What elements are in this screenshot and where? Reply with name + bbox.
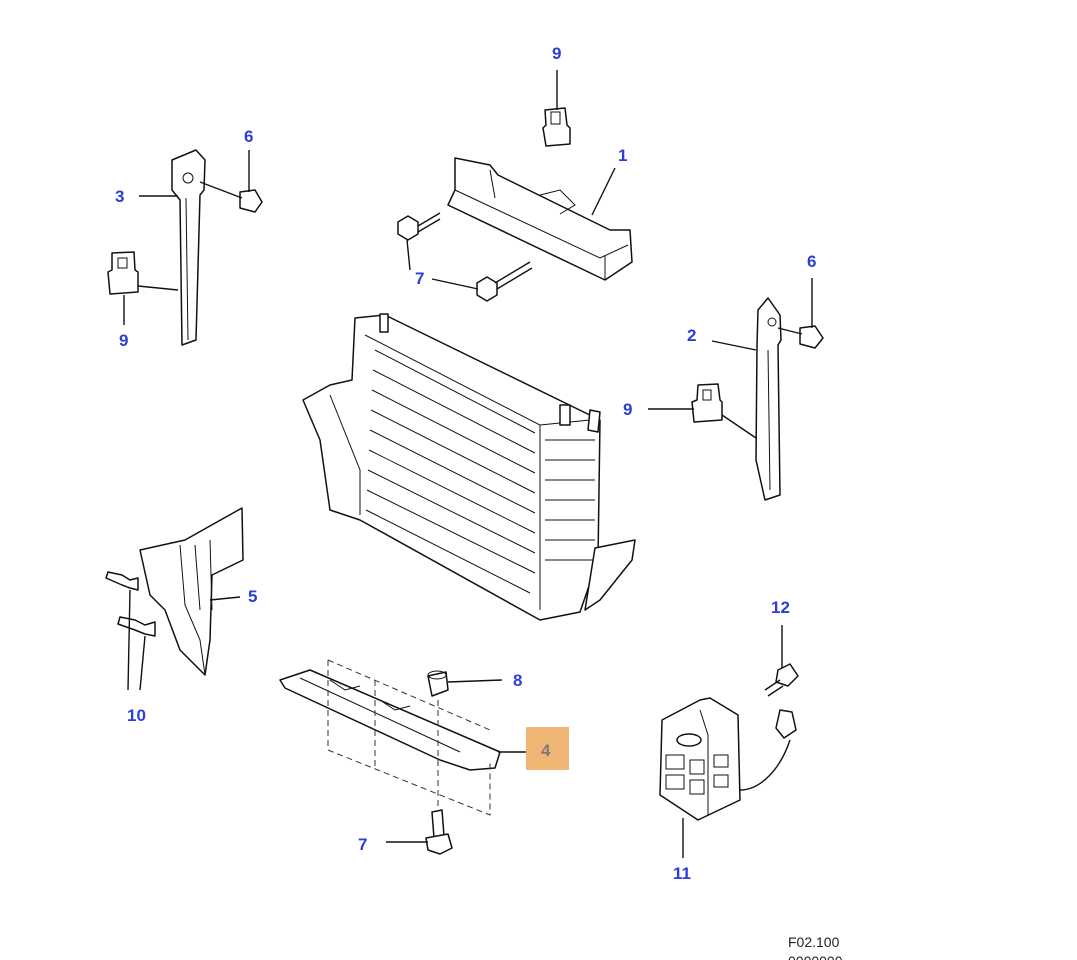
figure-code: F02.100 — [788, 934, 840, 950]
radiator-side-tank — [545, 439, 595, 561]
callout-labels: 1 2 3 5 6 6 7 7 8 9 9 9 10 11 12 — [115, 44, 816, 883]
callout-4-highlighted[interactable]: 4 — [526, 727, 569, 770]
bolt-upper-left — [397, 212, 441, 241]
left-side-bracket — [139, 149, 206, 346]
upper-cross-member — [447, 157, 633, 281]
push-clips-10 — [105, 571, 156, 691]
clip-right — [648, 383, 757, 439]
figure-code-secondary: 0000000 — [788, 953, 843, 960]
callout-1[interactable]: 1 — [618, 146, 627, 165]
nut-8 — [427, 670, 503, 697]
callout-7-upper[interactable]: 7 — [415, 269, 424, 288]
callout-8[interactable]: 8 — [513, 671, 522, 690]
bolt-12 — [764, 625, 799, 697]
right-side-bracket — [711, 297, 782, 501]
bolt-left-6 — [199, 150, 263, 213]
bolt-right-6 — [777, 278, 824, 349]
callout-6-left[interactable]: 6 — [244, 127, 253, 146]
callout-4[interactable]: 4 — [541, 741, 551, 760]
bolt-upper-right — [476, 261, 533, 302]
highlight-box — [526, 727, 569, 770]
callout-6-right[interactable]: 6 — [807, 252, 816, 271]
callout-7-lower[interactable]: 7 — [358, 835, 367, 854]
callout-11[interactable]: 11 — [673, 864, 691, 883]
callout-9-right[interactable]: 9 — [623, 400, 632, 419]
left-lower-deflector — [139, 507, 244, 676]
callout-9-left[interactable]: 9 — [119, 331, 128, 350]
callout-2[interactable]: 2 — [687, 326, 696, 345]
callout-3[interactable]: 3 — [115, 187, 124, 206]
lower-cross-member — [279, 659, 528, 816]
callout-10[interactable]: 10 — [127, 706, 146, 725]
horn-unit-11 — [659, 697, 797, 858]
radiator-fins — [365, 349, 536, 594]
callout-12[interactable]: 12 — [771, 598, 790, 617]
radiator — [302, 313, 636, 621]
callout-9-top[interactable]: 9 — [552, 44, 561, 63]
bolt-bottom-7 — [386, 700, 453, 855]
callout-5[interactable]: 5 — [248, 587, 257, 606]
clip-top — [542, 70, 571, 147]
clip-left — [107, 251, 179, 325]
